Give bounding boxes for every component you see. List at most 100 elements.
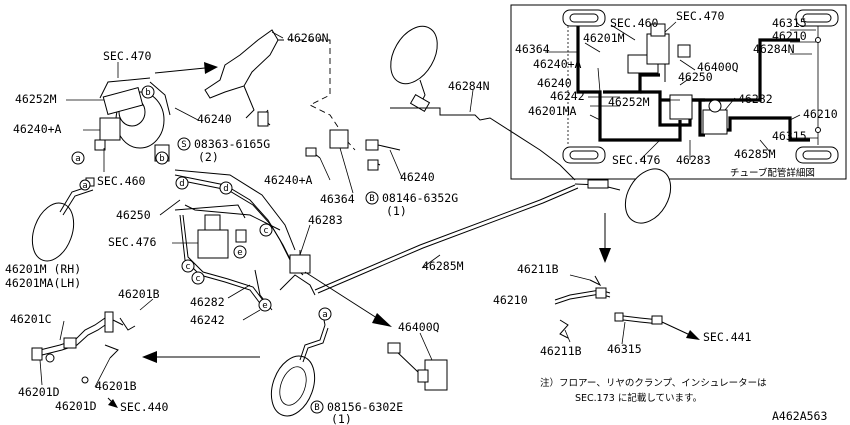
label-46201D-a: 46201D <box>18 385 60 399</box>
label-46250: 46250 <box>116 208 151 222</box>
inset-sec460-label: SEC.460 <box>610 16 659 30</box>
label-46240A-main: 46240+A <box>13 122 62 136</box>
svg-text:e: e <box>237 248 242 258</box>
label-46201D-b: 46201D <box>55 399 97 413</box>
label-46240-main: 46240 <box>197 112 232 126</box>
label-46252M: 46252M <box>15 92 57 106</box>
label-46315: 46315 <box>607 342 642 356</box>
callout-d-2 <box>219 181 233 195</box>
master-cylinder-assembly <box>94 77 171 162</box>
svg-text:a: a <box>322 310 327 320</box>
abs-actuator <box>197 229 229 259</box>
label-46284N: 46284N <box>448 79 490 93</box>
callout-a-2 <box>79 179 91 191</box>
label-46201M: 46201M (RH) <box>5 262 81 276</box>
label-46201B-b: 46201B <box>95 379 137 393</box>
label-bolt-08156-qty: (1) <box>331 412 352 425</box>
label-46201MA: 46201MA(LH) <box>5 276 81 290</box>
label-sec470: SEC.470 <box>103 49 152 63</box>
label-sec476: SEC.476 <box>108 235 157 249</box>
inset-46252M-label: 46252M <box>608 95 650 109</box>
bolt-ref-b2 <box>310 400 324 414</box>
label-46282: 46282 <box>190 295 225 309</box>
label-sec460: SEC.460 <box>97 174 146 188</box>
inset-46210-top-label: 46210 <box>772 29 807 43</box>
bolt-ref-b1-letter: B <box>369 194 374 204</box>
rear-right-hose <box>587 179 609 189</box>
bolt-ref-b1 <box>365 191 379 205</box>
label-46201B-a: 46201B <box>118 287 160 301</box>
bolt-ref-s <box>177 137 191 151</box>
front-right-brake-disc <box>390 25 438 85</box>
inset-46210-right-label: 46210 <box>803 107 838 121</box>
label-bolt-08146: 08146-6352G <box>382 191 458 205</box>
label-46400Q: 46400Q <box>398 320 440 334</box>
diagram-code: A462A563 <box>772 409 827 423</box>
svg-text:c: c <box>185 262 190 272</box>
arrow-down-detail <box>599 248 611 263</box>
callout-a-3 <box>318 307 332 321</box>
label-46211B-a: 46211B <box>517 262 559 276</box>
callout-circles: b b a a d d c c c e e a <box>71 85 332 321</box>
leader-lines <box>39 31 626 388</box>
inset-main-tube <box>576 26 682 142</box>
label-46240A-mid: 46240+A <box>264 173 313 187</box>
inset-46400Q-label: 46400Q <box>697 60 739 74</box>
inset-46250-label: 46250 <box>678 70 713 84</box>
bolt-ref-b2-letter: B <box>314 403 319 413</box>
inset-46201MA-label: 46201MA <box>528 104 577 118</box>
label-46201C: 46201C <box>10 312 52 326</box>
arrow-sec440 <box>108 399 118 408</box>
inset-46364-label: 46364 <box>515 42 550 56</box>
callout-c-2 <box>181 259 195 273</box>
note-line-2: SEC.173 に記載しています。 <box>575 392 702 404</box>
label-46364: 46364 <box>320 192 355 206</box>
tube-46285M <box>314 184 576 291</box>
svg-text:a: a <box>75 154 80 164</box>
bolt-ref-s-letter: S <box>181 140 186 150</box>
callout-c-3 <box>191 271 205 285</box>
svg-text:d: d <box>223 184 228 194</box>
svg-text:a: a <box>82 181 87 191</box>
callout-e-1 <box>233 245 247 259</box>
bracket-46260N <box>204 29 279 99</box>
svg-text:c: c <box>263 226 268 236</box>
label-46242: 46242 <box>190 313 225 327</box>
inset-46240A-label: 46240+A <box>533 57 582 71</box>
inset-46283-label: 46283 <box>676 153 711 167</box>
inset-sec470-label: SEC.470 <box>676 9 725 23</box>
inset-46282-label: 46282 <box>738 92 773 106</box>
callout-a-1 <box>71 151 85 165</box>
connector-46283 <box>289 254 311 274</box>
label-bolt-08363-qty: (2) <box>198 150 219 164</box>
arrow-to-bracket <box>204 62 218 74</box>
label-bolt-08156: 08156-6302E <box>327 400 403 414</box>
inset-46242-label: 46242 <box>550 89 585 103</box>
callout-d-1 <box>175 176 189 190</box>
callout-b-2 <box>155 151 169 165</box>
label-46283: 46283 <box>308 213 343 227</box>
callout-b-1 <box>141 85 155 99</box>
arrows <box>107 62 700 408</box>
label-46260N: 46260N <box>287 31 329 45</box>
inset-46201M-label: 46201M <box>583 31 625 45</box>
tube-piping-detail-inset: SEC.460 SEC.470 46315 46210 46284N 46364… <box>510 4 847 180</box>
inset-valve-unit <box>702 109 728 135</box>
svg-text:d: d <box>179 179 184 189</box>
arrow-to-valve <box>372 313 392 327</box>
label-46240-mid: 46240 <box>400 170 435 184</box>
arrow-left-detail <box>142 351 157 363</box>
valve-46364 <box>329 129 349 149</box>
bolt-08363 <box>257 111 269 127</box>
label-46285M: 46285M <box>422 259 464 273</box>
callout-e-2 <box>258 298 272 312</box>
svg-text:e: e <box>262 301 267 311</box>
svg-text:b: b <box>145 88 150 98</box>
label-bolt-08146-qty: (1) <box>386 204 407 218</box>
inset-46315-bottom-label: 46315 <box>772 129 807 143</box>
callout-c-1 <box>259 223 273 237</box>
note-line-1: 注）フロアー、リヤのクランプ、インシュレーターは <box>540 377 767 389</box>
inset-46284N-label: 46284N <box>753 42 795 56</box>
front-left-brake-disc <box>31 202 75 262</box>
